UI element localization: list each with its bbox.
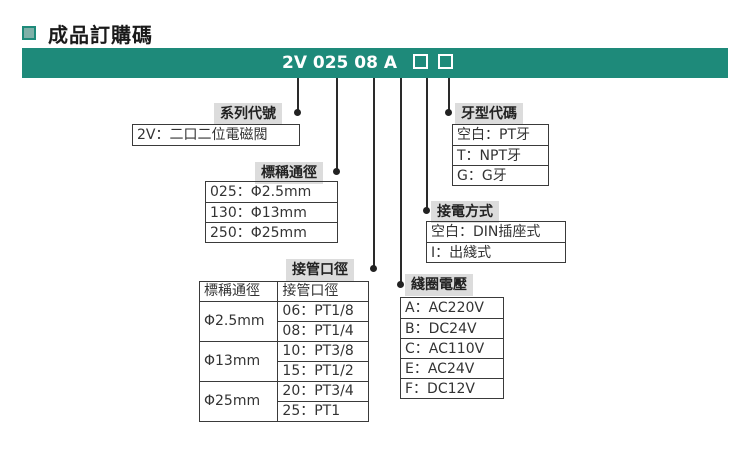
nominal-item: 130：Φ13mm [206,202,337,222]
thread-item: G：G牙 [453,165,548,185]
voltage-item: B：DC24V [401,318,503,338]
page-title: 成品訂購碼 [22,20,153,47]
code-placeholder-box-1 [413,54,428,69]
series-box: 2V：二口二位電磁閥 [132,124,300,146]
port-value-cell: 06：PT1/8 [277,301,369,322]
connection-item: 空白：DIN插座式 [431,224,541,240]
connection-label: 接電方式 [431,201,499,223]
table-row: Φ25mm 20：PT3/4 [198,381,369,422]
thread-item: T：NPT牙 [453,145,548,165]
connector-voltage [400,78,402,284]
table-row: 08：PT1/4 [200,321,369,342]
port-size-cell: Φ2.5mm [198,301,279,342]
port-size-cell: Φ25mm [198,381,279,422]
port-table: 標稱通徑 接管口徑 Φ2.5mm 06：PT1/8 08：PT1/4 Φ13mm… [198,281,369,422]
port-value-cell: 08：PT1/4 [277,321,369,342]
connector-port [373,78,375,270]
table-row: 15：PT1/2 [200,361,369,382]
code-placeholder-box-2 [438,54,453,69]
nominal-item: 250：Φ25mm [206,222,337,242]
connection-item: I：出綫式 [427,242,565,262]
port-value-cell: 15：PT1/2 [277,361,369,382]
thread-box: 空白：PT牙 T：NPT牙 G：G牙 [452,124,549,186]
connector-connection [426,78,428,210]
nominal-label: 標稱通徑 [255,162,323,184]
voltage-label: 綫圈電壓 [405,274,473,296]
voltage-box: A：AC220V B：DC24V C：AC110V E：AC24V F：DC12… [400,297,504,399]
connection-box: 空白：DIN插座式 I：出綫式 [426,221,566,263]
nominal-dot [333,168,340,175]
series-item: 2V：二口二位電磁閥 [137,127,268,143]
connector-series [297,78,299,112]
series-dot [294,109,301,116]
square-bullet-icon [22,26,36,40]
voltage-item: F：DC12V [401,378,503,398]
connector-thread [448,78,450,112]
table-row: 25：PT1 [200,401,369,422]
thread-label: 牙型代碼 [455,103,523,125]
thread-item: 空白：PT牙 [457,127,530,143]
port-header-nominal: 標稱通徑 [198,281,279,302]
port-header-port: 接管口徑 [277,281,369,302]
nominal-box: 025：Φ2.5mm 130：Φ13mm 250：Φ25mm [205,181,338,243]
series-label: 系列代號 [214,103,282,125]
order-code-bar [22,48,728,78]
thread-dot [445,109,452,116]
table-row: Φ13mm 10：PT3/8 [198,341,369,382]
port-value-cell: 25：PT1 [277,401,369,422]
port-table-header-row: 標稱通徑 接管口徑 [198,281,369,302]
port-label: 接管口徑 [286,259,354,281]
voltage-item: C：AC110V [401,338,503,358]
table-row: Φ2.5mm 06：PT1/8 [198,301,369,342]
voltage-item: A：AC220V [405,300,484,316]
nominal-item: 025：Φ2.5mm [210,184,312,200]
connection-dot [423,207,430,214]
voltage-item: E：AC24V [401,358,503,378]
title-text: 成品訂購碼 [48,22,153,47]
port-value-cell: 20：PT3/4 [277,381,369,402]
port-size-cell: Φ13mm [198,341,279,382]
voltage-dot [397,281,404,288]
order-code-text: 2V 025 08 A [282,53,398,73]
connector-nominal [336,78,338,172]
port-value-cell: 10：PT3/8 [277,341,369,362]
port-dot [370,265,377,272]
